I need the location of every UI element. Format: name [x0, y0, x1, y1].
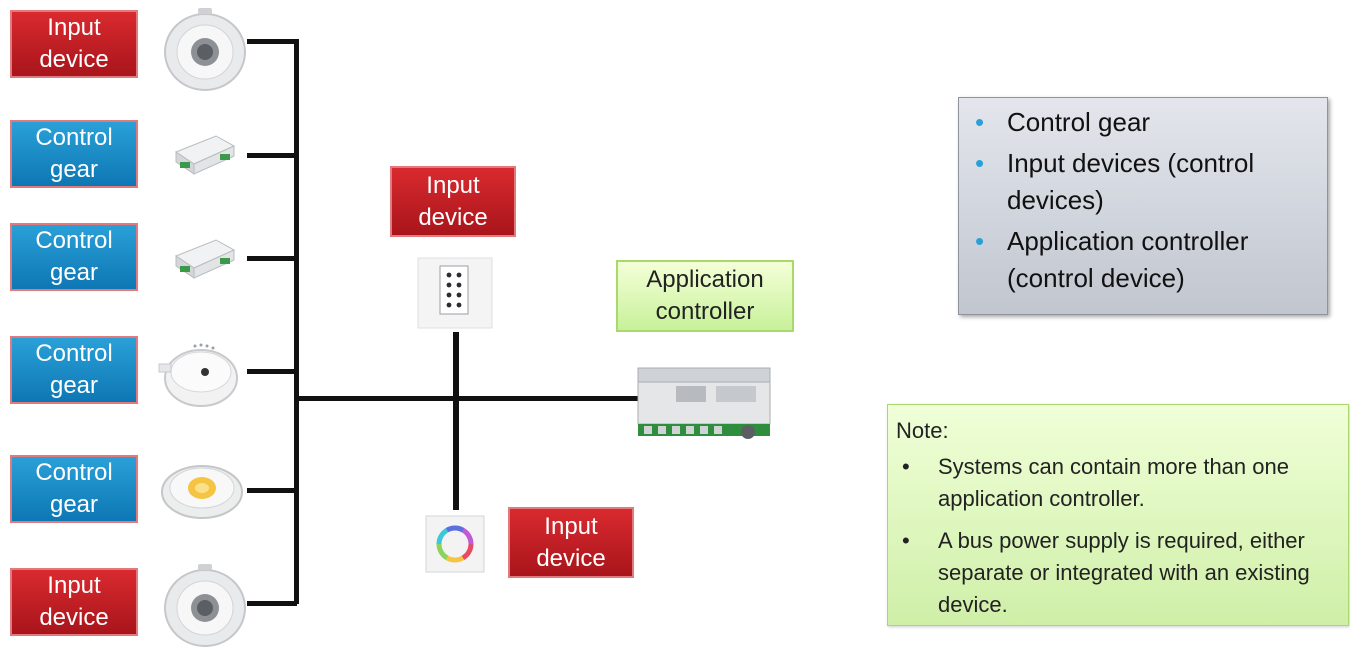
- ceiling-sensor-icon: [164, 8, 246, 91]
- note-list: •Systems can contain more than one appli…: [888, 451, 1348, 621]
- summary-item: •Input devices (control devices): [959, 145, 1327, 219]
- bullet-icon: •: [902, 528, 910, 553]
- bullet-icon: •: [975, 107, 985, 137]
- driver-module-icon: [174, 135, 236, 175]
- bus-main-vertical: [294, 39, 299, 604]
- bus-stub-4: [247, 369, 297, 374]
- bullet-icon: •: [975, 226, 985, 256]
- bus-stub-3: [247, 256, 297, 261]
- led-module-icon: [161, 465, 243, 519]
- summary-box: •Control gear •Input devices (control de…: [958, 97, 1328, 315]
- push-button-panel-icon: [417, 257, 493, 329]
- summary-item: •Application controller (control device): [959, 223, 1327, 297]
- note-box: Note: •Systems can contain more than one…: [887, 404, 1349, 626]
- summary-list: •Control gear •Input devices (control de…: [959, 104, 1327, 297]
- bus-stub-1: [247, 39, 297, 44]
- bus-center-vertical: [453, 332, 459, 510]
- note-item: •A bus power supply is required, either …: [888, 525, 1348, 621]
- note-title: Note:: [896, 418, 949, 443]
- din-rail-controller-icon: [637, 367, 771, 439]
- bus-stub-5: [247, 488, 297, 493]
- round-driver-icon: [158, 343, 238, 407]
- bullet-icon: •: [902, 454, 910, 479]
- summary-item: •Control gear: [959, 104, 1327, 141]
- note-item: •Systems can contain more than one appli…: [888, 451, 1348, 515]
- driver-module-icon: [174, 239, 236, 279]
- bus-stub-6: [247, 601, 297, 606]
- bullet-icon: •: [975, 148, 985, 178]
- ceiling-sensor-icon: [164, 564, 246, 647]
- color-wheel-panel-icon: [425, 515, 485, 573]
- bus-horizontal: [294, 396, 639, 401]
- bus-stub-2: [247, 153, 297, 158]
